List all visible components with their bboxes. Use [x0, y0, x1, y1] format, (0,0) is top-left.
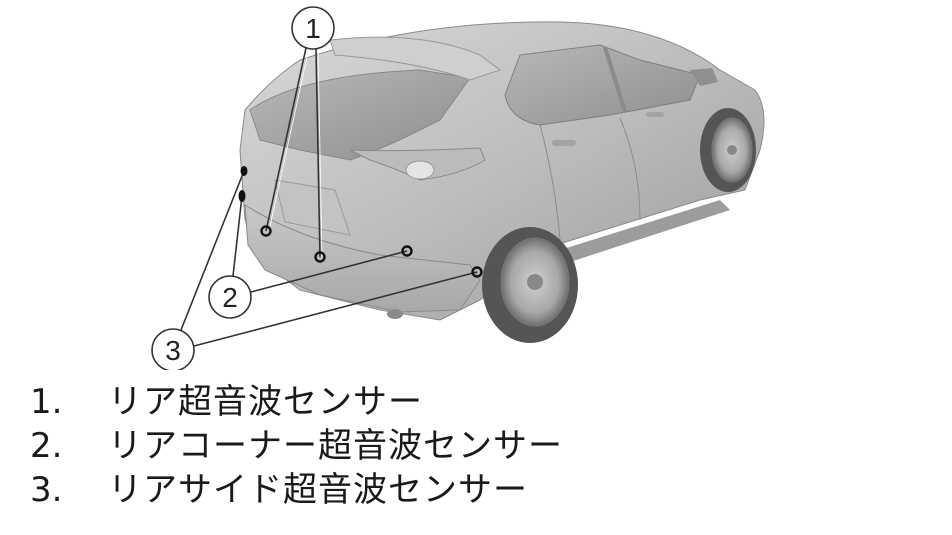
legend-number: 3.: [30, 470, 63, 510]
sensor-marker-corner-right: [401, 245, 413, 257]
callout-3: 3: [151, 328, 195, 370]
legend-item-rear-sensor: 1. リア超音波センサー: [30, 380, 563, 424]
legend-number: 2.: [30, 426, 63, 466]
svg-text:2: 2: [222, 282, 238, 313]
legend-label: リア超音波センサー: [108, 382, 423, 422]
svg-text:3: 3: [165, 335, 181, 366]
rear-wheel: [482, 227, 578, 343]
car-sensor-illustration: 1 2 3: [151, 6, 765, 370]
sensor-marker-side-right: [471, 266, 483, 278]
callout-2: 2: [208, 275, 252, 319]
sensor-legend: 1. リア超音波センサー 2. リアコーナー超音波センサー 3. リアサイド超音…: [30, 380, 563, 512]
front-wheel: [700, 108, 756, 192]
legend-item-rear-side-sensor: 3. リアサイド超音波センサー: [30, 468, 563, 512]
sensor-marker-rear-right: [314, 251, 326, 263]
legend-label: リアコーナー超音波センサー: [108, 426, 563, 466]
legend-number: 1.: [30, 382, 63, 422]
legend-label: リアサイド超音波センサー: [108, 470, 528, 510]
sensor-marker-side-left: [240, 166, 248, 176]
leader-lines: [180, 47, 478, 347]
sensor-marker-rear-left: [260, 225, 272, 237]
sensor-markers: [238, 166, 483, 278]
callout-1: 1: [291, 6, 335, 50]
svg-text:1: 1: [305, 13, 321, 44]
sensor-marker-corner-left: [238, 190, 246, 202]
car-body: [239, 21, 765, 321]
legend-item-rear-corner-sensor: 2. リアコーナー超音波センサー: [30, 424, 563, 468]
